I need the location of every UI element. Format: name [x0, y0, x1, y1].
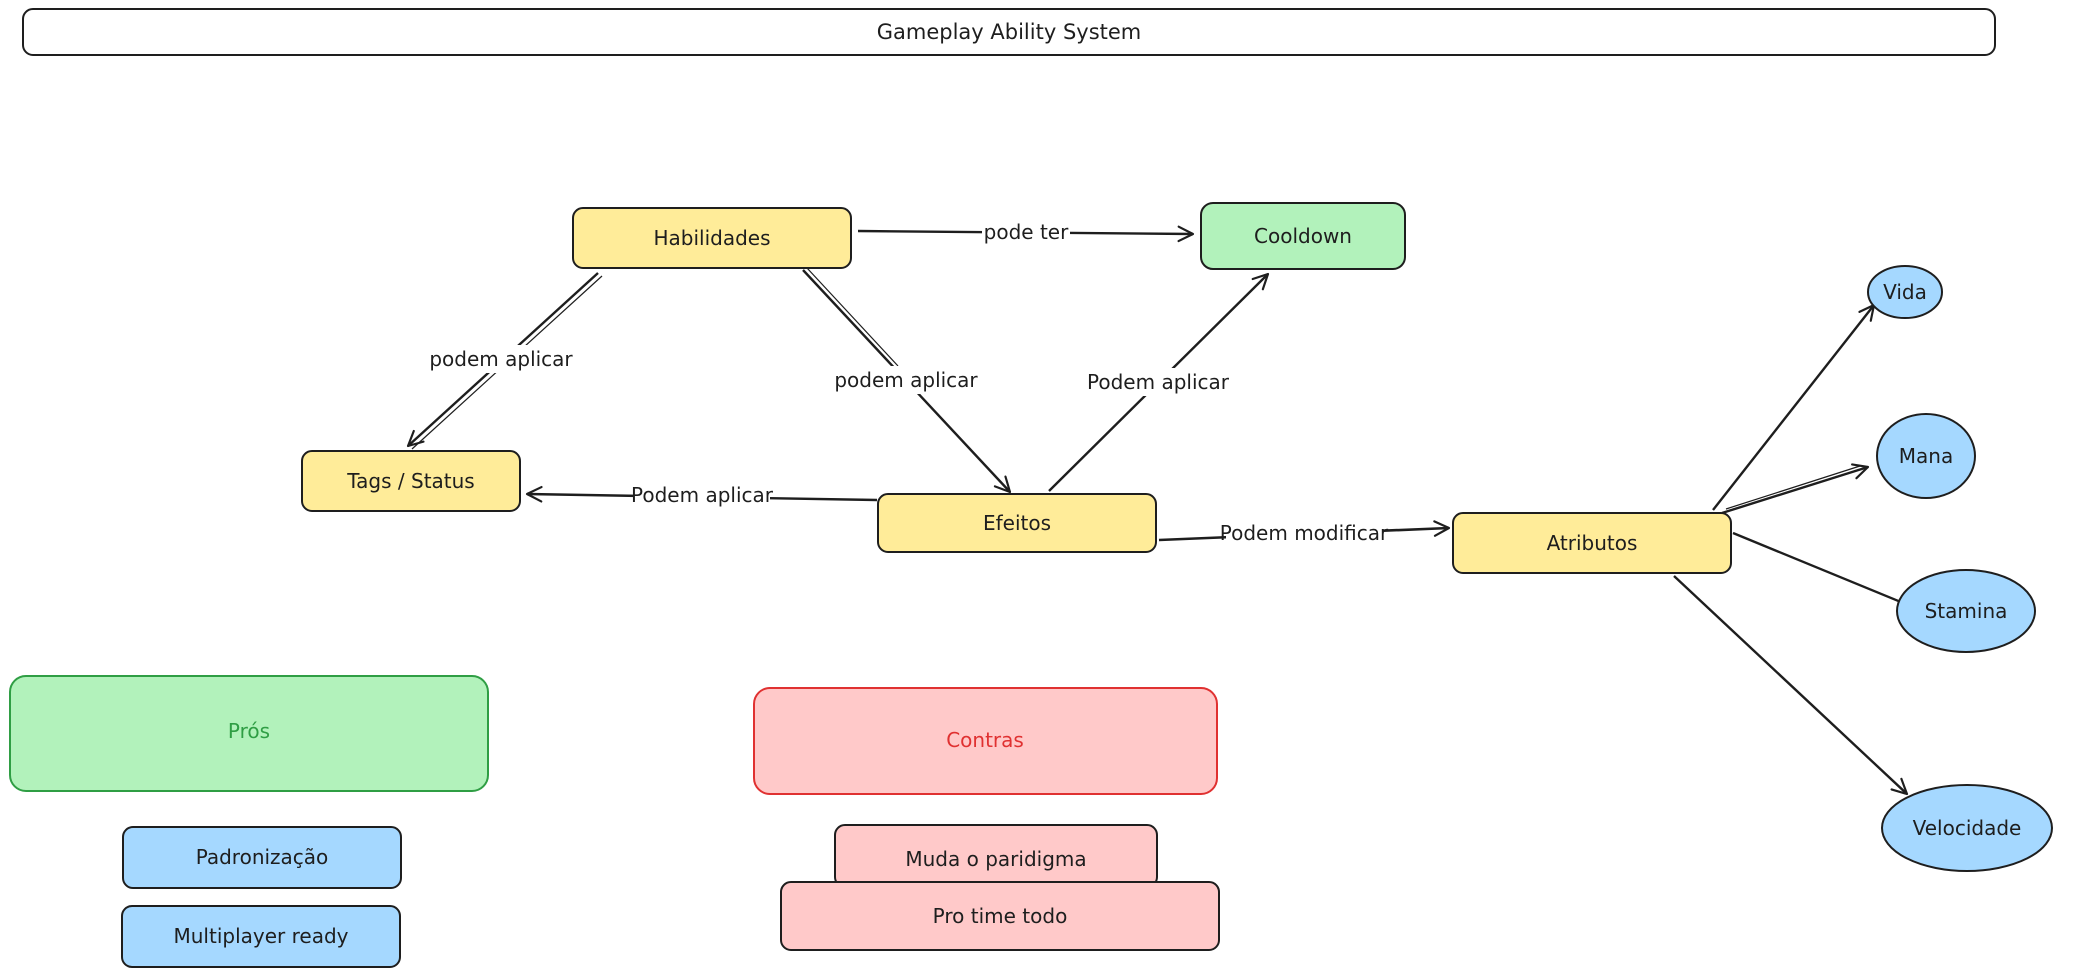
node-habilidades-label: Habilidades: [653, 226, 770, 250]
node-mana[interactable]: Mana: [1876, 413, 1976, 499]
contras-heading: Contras: [946, 728, 1024, 752]
contras-item-pro-time-label: Pro time todo: [933, 904, 1068, 928]
contras-item-paradigma[interactable]: Muda o paridigma: [834, 824, 1158, 888]
edge-atributos-mana-sketch: [1725, 465, 1861, 510]
edge-atributos-vida[interactable]: [1712, 303, 1876, 511]
edge-habilidades-efeitos-sketch: [806, 267, 899, 367]
node-cooldown-label: Cooldown: [1254, 224, 1352, 248]
edge-atributos-mana[interactable]: [1721, 463, 1870, 515]
contras-item-pro-time[interactable]: Pro time todo: [780, 881, 1220, 951]
edge-label-pode-ter: pode ter: [984, 220, 1069, 244]
edge-label-efeitos-tags: Podem aplicar: [631, 483, 774, 507]
node-mana-label: Mana: [1899, 444, 1953, 468]
title-box[interactable]: Gameplay Ability System: [22, 8, 1996, 56]
edge-atributos-stamina[interactable]: [1732, 531, 1932, 617]
node-vida[interactable]: Vida: [1867, 265, 1943, 319]
edge-label-efeitos-cooldown: Podem aplicar: [1087, 370, 1230, 394]
node-vida-label: Vida: [1883, 280, 1927, 304]
node-efeitos[interactable]: Efeitos: [877, 493, 1157, 553]
node-velocidade[interactable]: Velocidade: [1881, 784, 2053, 872]
edge-label-habilidades-tags: podem aplicar: [429, 347, 573, 371]
node-tags-status[interactable]: Tags / Status: [301, 450, 521, 512]
edge-labels: pode ter podem aplicar podem aplicar Pod…: [429, 218, 1389, 547]
edge-atributos-velocidade[interactable]: [1673, 575, 1909, 796]
node-cooldown[interactable]: Cooldown: [1200, 202, 1406, 270]
pros-heading: Prós: [228, 719, 270, 743]
node-stamina-label: Stamina: [1925, 599, 2008, 623]
node-habilidades[interactable]: Habilidades: [572, 207, 852, 269]
pros-item-multiplayer[interactable]: Multiplayer ready: [121, 905, 401, 968]
node-efeitos-label: Efeitos: [983, 511, 1051, 535]
diagram-title: Gameplay Ability System: [877, 20, 1142, 44]
node-atributos[interactable]: Atributos: [1452, 512, 1732, 574]
node-atributos-label: Atributos: [1547, 531, 1638, 555]
pros-box[interactable]: Prós: [9, 675, 489, 792]
contras-item-paradigma-label: Muda o paridigma: [905, 847, 1086, 871]
edge-label-efeitos-atributos: Podem modificar: [1220, 521, 1389, 545]
edge-label-habilidades-efeitos: podem aplicar: [834, 368, 978, 392]
pros-item-multiplayer-label: Multiplayer ready: [174, 924, 349, 948]
node-velocidade-label: Velocidade: [1913, 816, 2022, 840]
pros-item-padronizacao-label: Padronização: [196, 845, 329, 869]
node-stamina[interactable]: Stamina: [1896, 569, 2036, 653]
contras-box[interactable]: Contras: [753, 687, 1218, 795]
pros-item-padronizacao[interactable]: Padronização: [122, 826, 402, 889]
node-tags-status-label: Tags / Status: [346, 469, 474, 493]
